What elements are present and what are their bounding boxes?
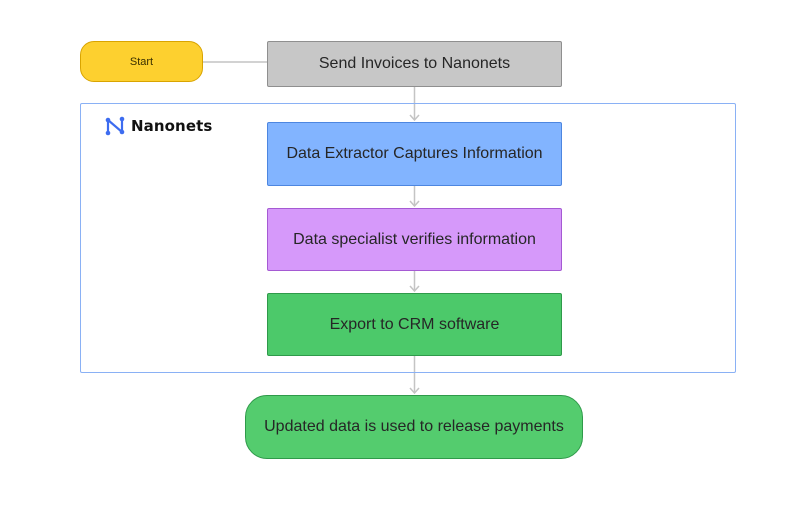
release-payments-node: Updated data is used to release payments	[245, 395, 583, 459]
release-payments-label: Updated data is used to release payments	[264, 418, 564, 435]
export-crm-label: Export to CRM software	[329, 315, 500, 333]
data-specialist-node: Data specialist verifies information	[267, 208, 562, 271]
start-node: Start	[80, 41, 203, 82]
nanonets-boundary	[80, 103, 736, 373]
send-invoices-label: Send Invoices to Nanonets	[318, 55, 511, 72]
brand-name: Nanonets	[131, 117, 213, 135]
data-extractor-label: Data Extractor Captures Information	[286, 145, 543, 162]
start-label: Start	[129, 55, 154, 68]
send-invoices-node: Send Invoices to Nanonets	[267, 41, 562, 87]
data-specialist-label: Data specialist verifies information	[293, 230, 536, 248]
export-crm-node: Export to CRM software	[267, 293, 562, 356]
data-extractor-node: Data Extractor Captures Information	[267, 122, 562, 186]
nanonets-brand: Nanonets	[104, 115, 212, 137]
nanonets-logo-icon	[105, 116, 125, 136]
